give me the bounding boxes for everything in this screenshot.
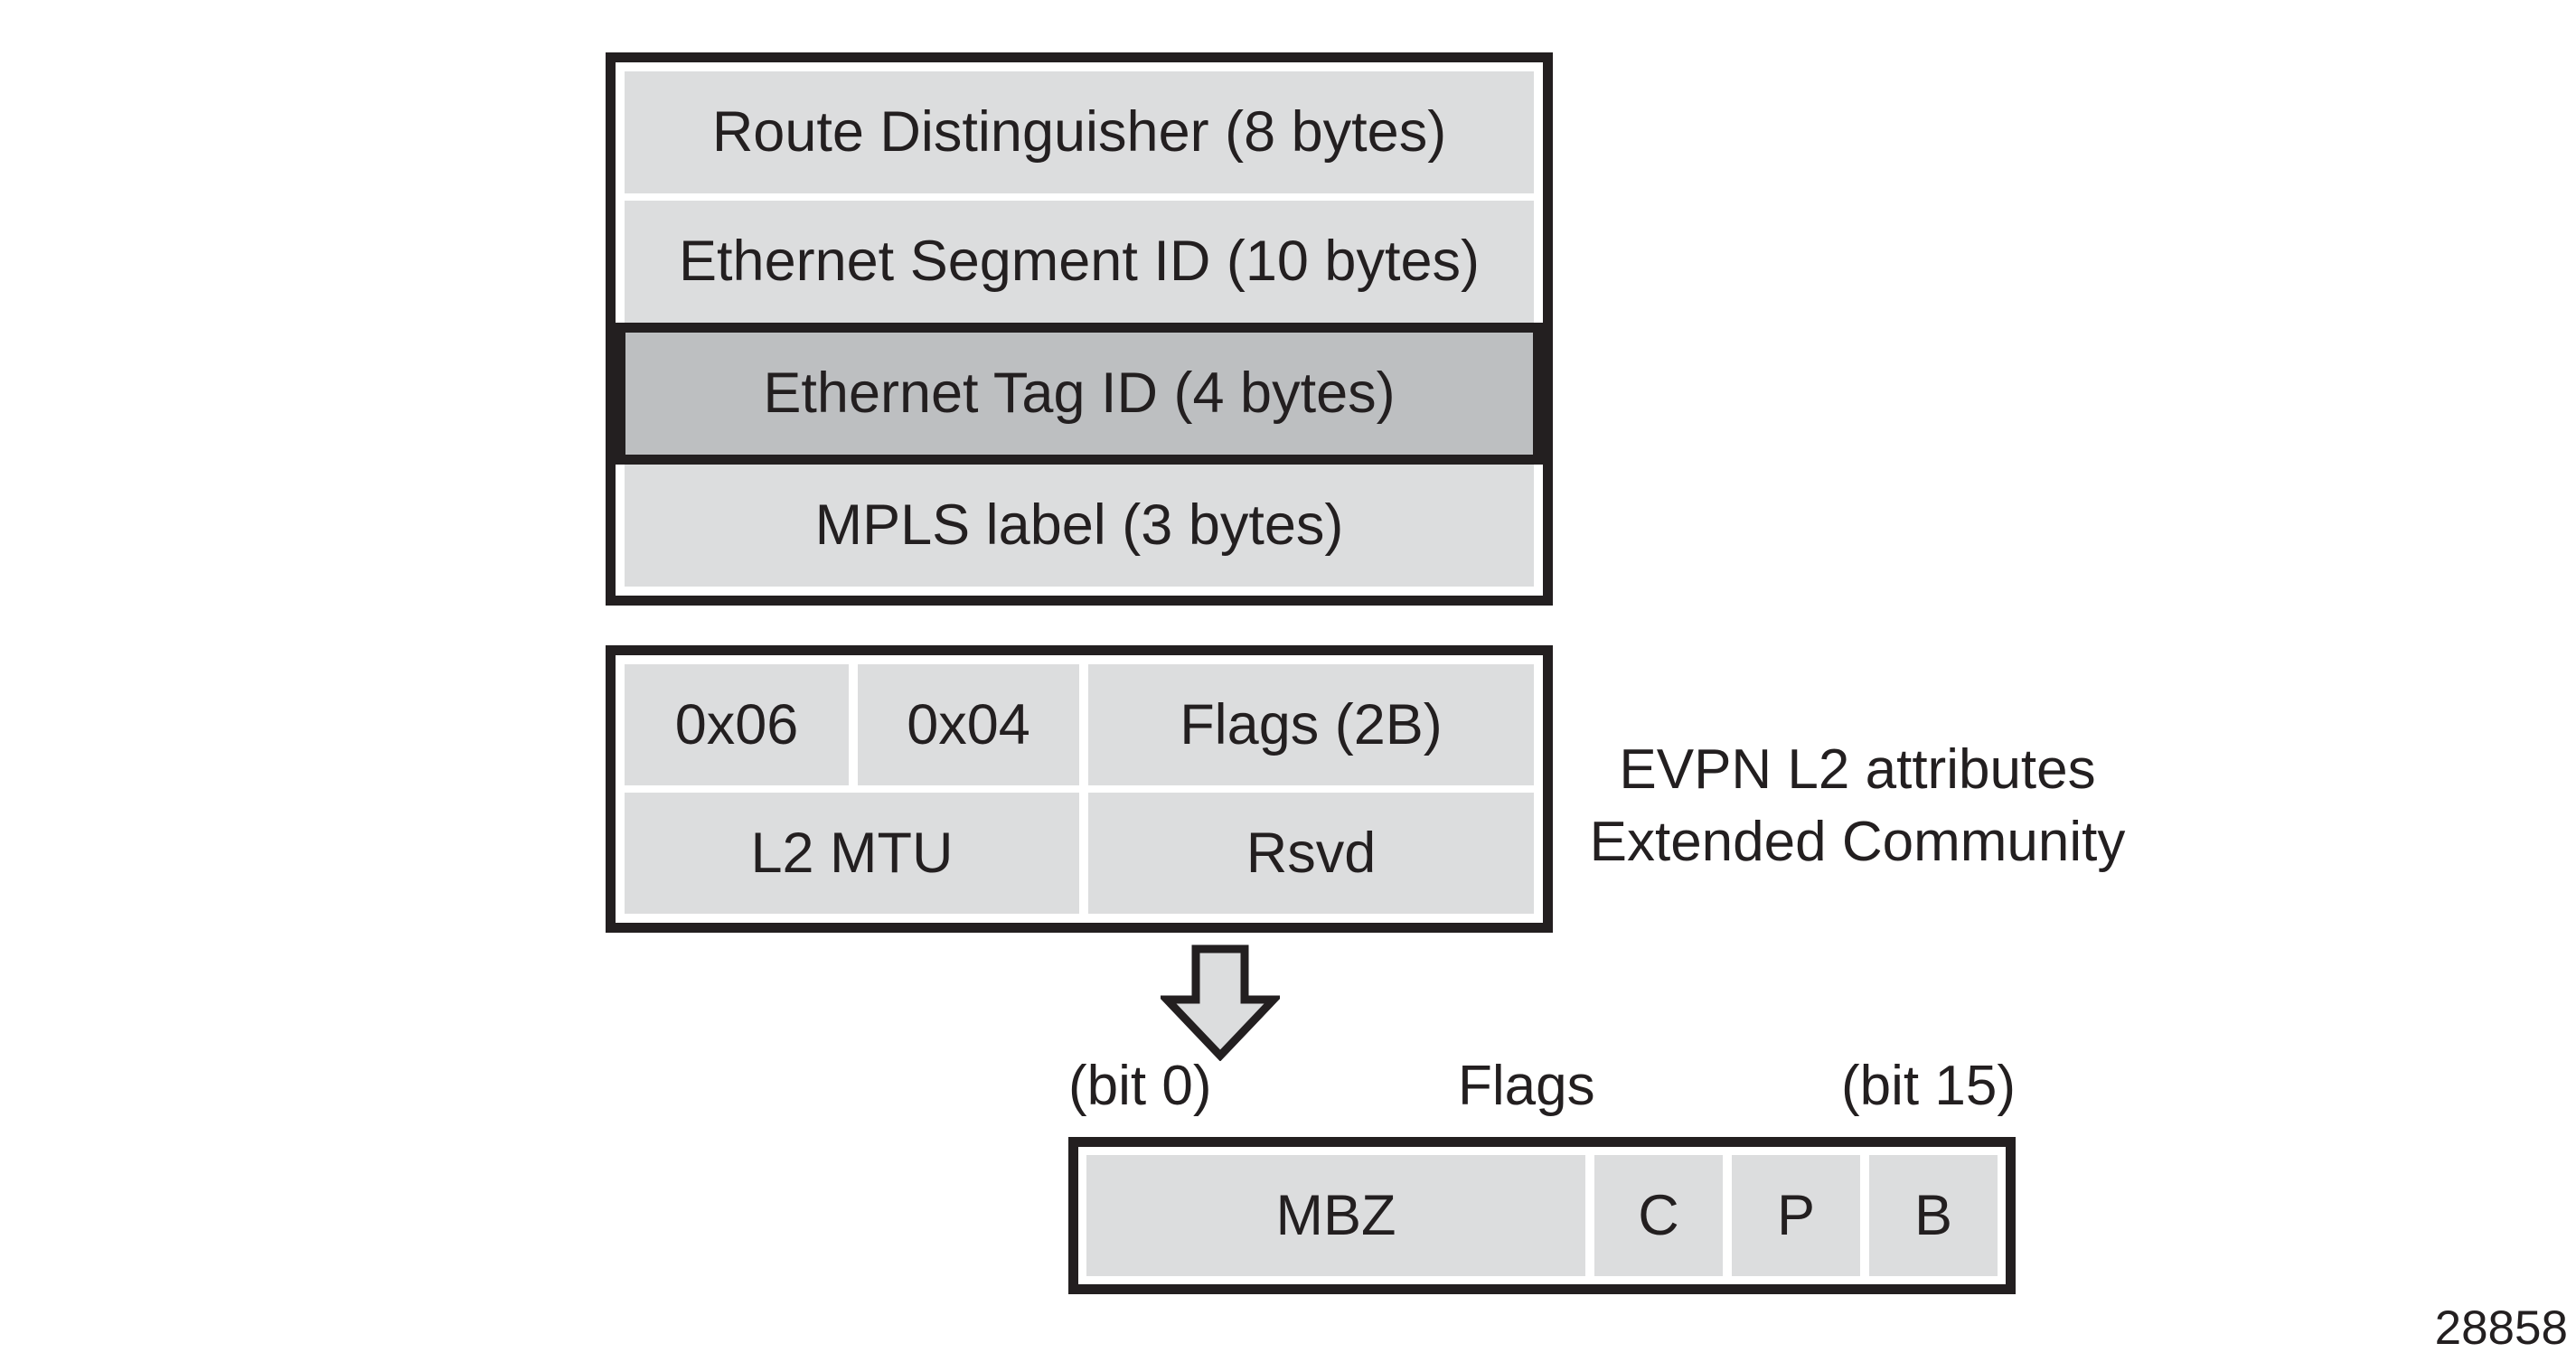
down-arrow-icon xyxy=(1161,944,1280,1061)
field-subtype-byte: 0x04 xyxy=(858,664,1079,785)
flags-bit-labels: (bit 0) Flags (bit 15) xyxy=(1068,1055,2016,1117)
bit0-label: (bit 0) xyxy=(1068,1055,1212,1117)
field-b-flag: B xyxy=(1869,1155,1998,1276)
flags-title: Flags xyxy=(1457,1055,1595,1117)
flags-grid: MBZ C P B xyxy=(1086,1155,1998,1276)
extended-community-grid: 0x06 0x04 Flags (2B) L2 MTU Rsvd xyxy=(625,664,1534,914)
field-c-flag: C xyxy=(1594,1155,1723,1276)
extended-community-box: 0x06 0x04 Flags (2B) L2 MTU Rsvd xyxy=(606,645,1553,933)
highlight-band: Ethernet Tag ID (4 bytes) xyxy=(616,323,1543,465)
field-l2-mtu: L2 MTU xyxy=(625,793,1079,914)
caption-line-2: Extended Community xyxy=(1589,811,2126,873)
route-fields-box: Route Distinguisher (8 bytes) Ethernet S… xyxy=(606,52,1553,606)
field-ethernet-tag-id: Ethernet Tag ID (4 bytes) xyxy=(625,333,1533,455)
field-flags-2b: Flags (2B) xyxy=(1088,664,1534,785)
field-mpls-label: MPLS label (3 bytes) xyxy=(625,465,1534,587)
extended-community-caption: EVPN L2 attributes Extended Community xyxy=(1559,734,2156,878)
field-route-distinguisher: Route Distinguisher (8 bytes) xyxy=(625,71,1534,193)
bit15-label: (bit 15) xyxy=(1841,1055,2016,1117)
caption-line-1: EVPN L2 attributes xyxy=(1619,738,2096,801)
field-type-byte: 0x06 xyxy=(625,664,849,785)
figure-number: 28858 xyxy=(2434,1301,2568,1355)
field-p-flag: P xyxy=(1732,1155,1860,1276)
field-ethernet-segment-id: Ethernet Segment ID (10 bytes) xyxy=(625,201,1534,323)
flags-box: MBZ C P B xyxy=(1068,1137,2016,1294)
field-mbz: MBZ xyxy=(1086,1155,1585,1276)
field-rsvd: Rsvd xyxy=(1088,793,1534,914)
